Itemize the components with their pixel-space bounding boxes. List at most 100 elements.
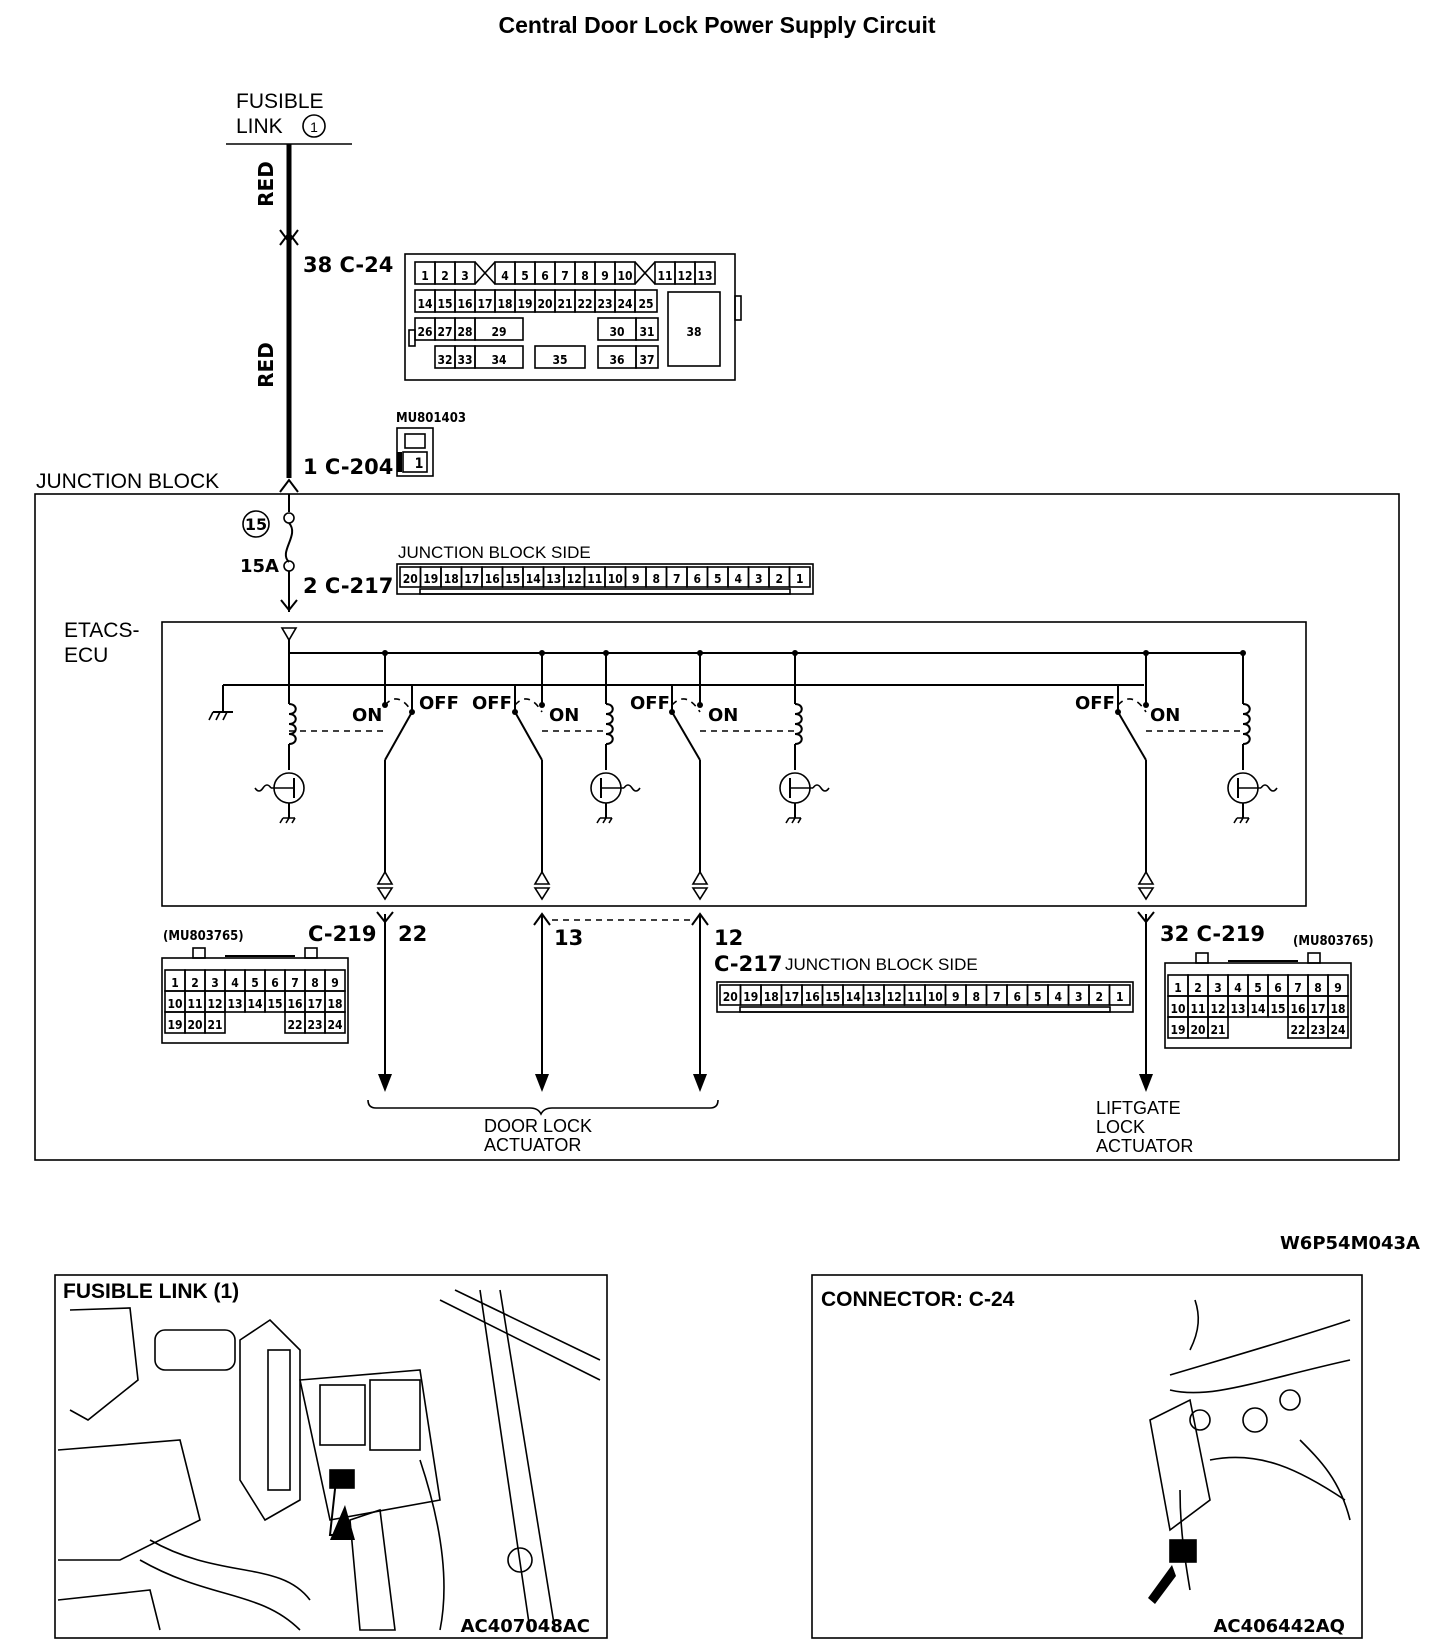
c24-pin: 2 <box>441 269 449 283</box>
ecu-output-terminal <box>691 870 709 885</box>
door-lock-label-2: ACTUATOR <box>484 1135 581 1155</box>
c24-blank-mark <box>634 261 656 285</box>
switch-1-on: ON <box>352 705 382 726</box>
wire-color-upper: RED <box>254 161 278 207</box>
c24-pin: 22 <box>577 297 592 311</box>
liftgate-label-2: LOCK <box>1096 1117 1145 1137</box>
c24-pin: 27 <box>437 325 452 339</box>
c24-pin: 29 <box>491 325 506 339</box>
c24-pin-label: 38 C-24 <box>303 253 393 277</box>
c219-pin: 1 <box>171 976 179 990</box>
c24-blank-mark <box>474 261 496 285</box>
c219-pin: 6 <box>271 976 279 990</box>
c24-pin: 26 <box>417 325 432 339</box>
c219-housing <box>161 957 349 1044</box>
c24-pin: 1 <box>421 269 429 283</box>
c24-pin-cell <box>694 261 716 285</box>
transistor-signal <box>1260 784 1278 792</box>
junction-block-label: JUNCTION BLOCK <box>36 470 219 493</box>
c24-pin-cell <box>635 345 659 369</box>
c24-pin: 9 <box>601 269 609 283</box>
c219-left-part: (MU803765) <box>163 929 244 944</box>
c219-pin: 16 <box>1290 1002 1305 1016</box>
c217-pin: 6 <box>1013 990 1021 1004</box>
c217-pin: 1 <box>796 572 804 586</box>
c24-pin: 25 <box>638 297 653 311</box>
ground-icon <box>596 817 613 824</box>
c24-pin: 6 <box>541 269 549 283</box>
ecu-label: ETACS- <box>64 619 139 642</box>
c219-pin: 17 <box>307 997 322 1011</box>
c24-pin: 15 <box>437 297 452 311</box>
switch-1-off: OFF <box>419 693 459 714</box>
c219-pin: 21 <box>1210 1023 1225 1037</box>
figure-code: W6P54M043A <box>1280 1233 1420 1254</box>
c24-key <box>408 329 416 347</box>
c219-pin: 13 <box>227 997 242 1011</box>
c219-pin: 12 <box>1210 1002 1225 1016</box>
panel-right-title: CONNECTOR: C-24 <box>821 1288 1015 1311</box>
c217-pin: 18 <box>444 572 459 586</box>
switch-2-off: OFF <box>472 693 512 714</box>
dashboard-illustration <box>1149 1299 1351 1591</box>
switch-arm <box>1117 711 1147 761</box>
c24-pin-cell <box>474 317 524 341</box>
c24-pin: 11 <box>657 269 672 283</box>
connector-arrow-c217-top <box>280 599 298 612</box>
c217-pin: 9 <box>952 990 960 1004</box>
ground-icon <box>1233 817 1250 824</box>
c204-connector: 1 <box>396 427 434 477</box>
c219-pin: 22 <box>1290 1023 1305 1037</box>
c24-pin-38-housing <box>667 291 721 367</box>
c219-pin: 8 <box>311 976 319 990</box>
fuse-element <box>284 522 294 563</box>
actuator-arrow <box>378 1074 392 1092</box>
c219-latch <box>1195 952 1209 964</box>
connector-arrow-c24-out <box>279 231 299 246</box>
c217-pin: 10 <box>928 990 943 1004</box>
c219-pin-cell <box>1207 1016 1229 1039</box>
c219-pin-cell <box>204 1011 226 1034</box>
location-arrow <box>1148 1565 1176 1604</box>
c219-pin: 21 <box>207 1018 222 1032</box>
actuator-arrow <box>1139 1074 1153 1092</box>
c24-pin: 38 <box>686 325 701 339</box>
c219-pin: 2 <box>1194 981 1202 995</box>
c217-pin: 11 <box>587 572 602 586</box>
door-lock-label: DOOR LOCK <box>484 1116 592 1136</box>
c217-pin: 18 <box>764 990 779 1004</box>
c217-pin-cell <box>1108 984 1131 1006</box>
c217-pin: 20 <box>723 990 738 1004</box>
c219-pin: 20 <box>187 1018 202 1032</box>
c217-pin: 2 <box>775 572 783 586</box>
actuator-arrow <box>693 1074 707 1092</box>
c219-pin: 24 <box>327 1018 343 1032</box>
c24-pin: 13 <box>697 269 712 283</box>
c24-pin-cell <box>534 345 586 369</box>
fuse-terminal-top <box>283 512 295 524</box>
c217-pin: 14 <box>846 990 862 1004</box>
switch-2-on: ON <box>549 705 579 726</box>
relay-coil-icon <box>288 703 297 745</box>
connector-arrow-c24-in <box>279 229 299 244</box>
c24-pin: 7 <box>561 269 569 283</box>
c219-pin: 15 <box>267 997 282 1011</box>
c24-pin: 10 <box>617 269 632 283</box>
c219-housing <box>1164 962 1352 1049</box>
c217-pin: 2 <box>1095 990 1103 1004</box>
fusible-link-number: 1 <box>310 119 318 135</box>
c219-pin: 6 <box>1274 981 1282 995</box>
c217-pin: 7 <box>993 990 1001 1004</box>
c217-pin: 8 <box>972 990 980 1004</box>
ecu-output-terminal <box>1137 887 1155 901</box>
fuse-rating: 15A <box>240 556 279 577</box>
c217-top-side-label: JUNCTION BLOCK SIDE <box>398 543 591 562</box>
power-wire <box>279 144 299 493</box>
c217-pin: 4 <box>1054 990 1062 1004</box>
c217-pin: 20 <box>403 572 418 586</box>
c24-pin: 28 <box>457 325 472 339</box>
actuator-arrow <box>535 1074 549 1092</box>
c24-pin: 3 <box>461 269 469 283</box>
ground-icon <box>279 817 296 824</box>
